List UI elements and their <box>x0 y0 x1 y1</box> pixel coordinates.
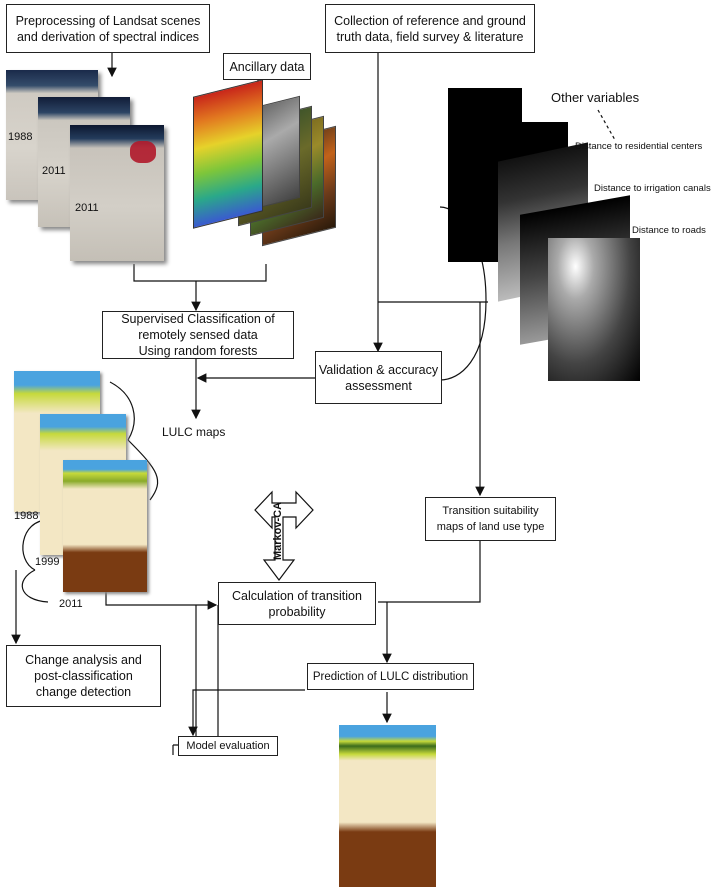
preprocessing-line-1: Preprocessing of Landsat scenes <box>15 13 201 28</box>
landsat-image-2011-b <box>70 125 164 261</box>
ancillary-label: Ancillary data <box>229 59 305 74</box>
preprocessing-box: Preprocessing of Landsat scenes and deri… <box>6 4 210 53</box>
ancillary-box: Ancillary data <box>223 53 311 80</box>
other-variables-label: Other variables <box>551 90 640 105</box>
distance-residential-label: Distance to residential centers <box>575 141 703 152</box>
predicted-lulc-map <box>339 725 436 887</box>
change-analysis-box: Change analysis and post-classification … <box>6 645 161 707</box>
supervised-classification-box: Supervised Classification of remotely se… <box>102 311 294 359</box>
model-evaluation-label: Model evaluation <box>186 740 270 752</box>
ancillary-dem-layer <box>193 79 263 229</box>
prediction-box: Prediction of LULC distribution <box>307 663 474 690</box>
lulc-year-3: 2011 <box>59 598 83 610</box>
landsat-year-3: 2011 <box>75 202 99 214</box>
collection-line-2: truth data, field survey & literature <box>336 29 524 44</box>
validation-line-1: Validation & accuracy <box>318 362 439 377</box>
lulc-year-2: 1999 <box>35 556 60 568</box>
calculation-line-1: Calculation of transition <box>232 588 362 603</box>
lulc-year-1: 1988 <box>14 510 39 522</box>
distance-roads-label: Distance to roads <box>632 225 706 236</box>
validation-line-2: assessment <box>345 378 412 393</box>
lulc-map-2011 <box>63 460 147 592</box>
landsat-year-1: 1988 <box>8 131 33 143</box>
lulc-maps-label: LULC maps <box>162 425 226 439</box>
distance-irrigation-label: Distance to irrigation canals <box>594 183 711 194</box>
calculation-line-2: probability <box>268 604 326 619</box>
transition-suitability-line-1: Transition suitability <box>442 505 539 517</box>
supervised-line-3: Using random forests <box>138 344 258 358</box>
preprocessing-line-2: and derivation of spectral indices <box>16 29 200 44</box>
transition-suitability-box: Transition suitability maps of land use … <box>425 497 556 541</box>
collection-box: Collection of reference and ground truth… <box>325 4 535 53</box>
model-evaluation-box: Model evaluation <box>178 736 278 756</box>
calculation-box: Calculation of transition probability <box>218 582 376 625</box>
markov-ca-label: Markov-CA <box>272 501 284 560</box>
change-analysis-line-3: change detection <box>35 685 132 699</box>
transition-suitability-line-2: maps of land use type <box>436 521 545 533</box>
collection-line-1: Collection of reference and ground <box>334 13 526 28</box>
variable-map-roads <box>548 238 640 381</box>
validation-box: Validation & accuracy assessment <box>315 351 442 404</box>
landsat-year-2: 2011 <box>42 165 66 177</box>
prediction-label: Prediction of LULC distribution <box>312 670 469 683</box>
change-analysis-line-2: post-classification <box>34 669 133 683</box>
change-analysis-line-1: Change analysis and <box>25 653 142 667</box>
supervised-line-2: remotely sensed data <box>138 328 258 342</box>
supervised-line-1: Supervised Classification of <box>121 312 275 326</box>
